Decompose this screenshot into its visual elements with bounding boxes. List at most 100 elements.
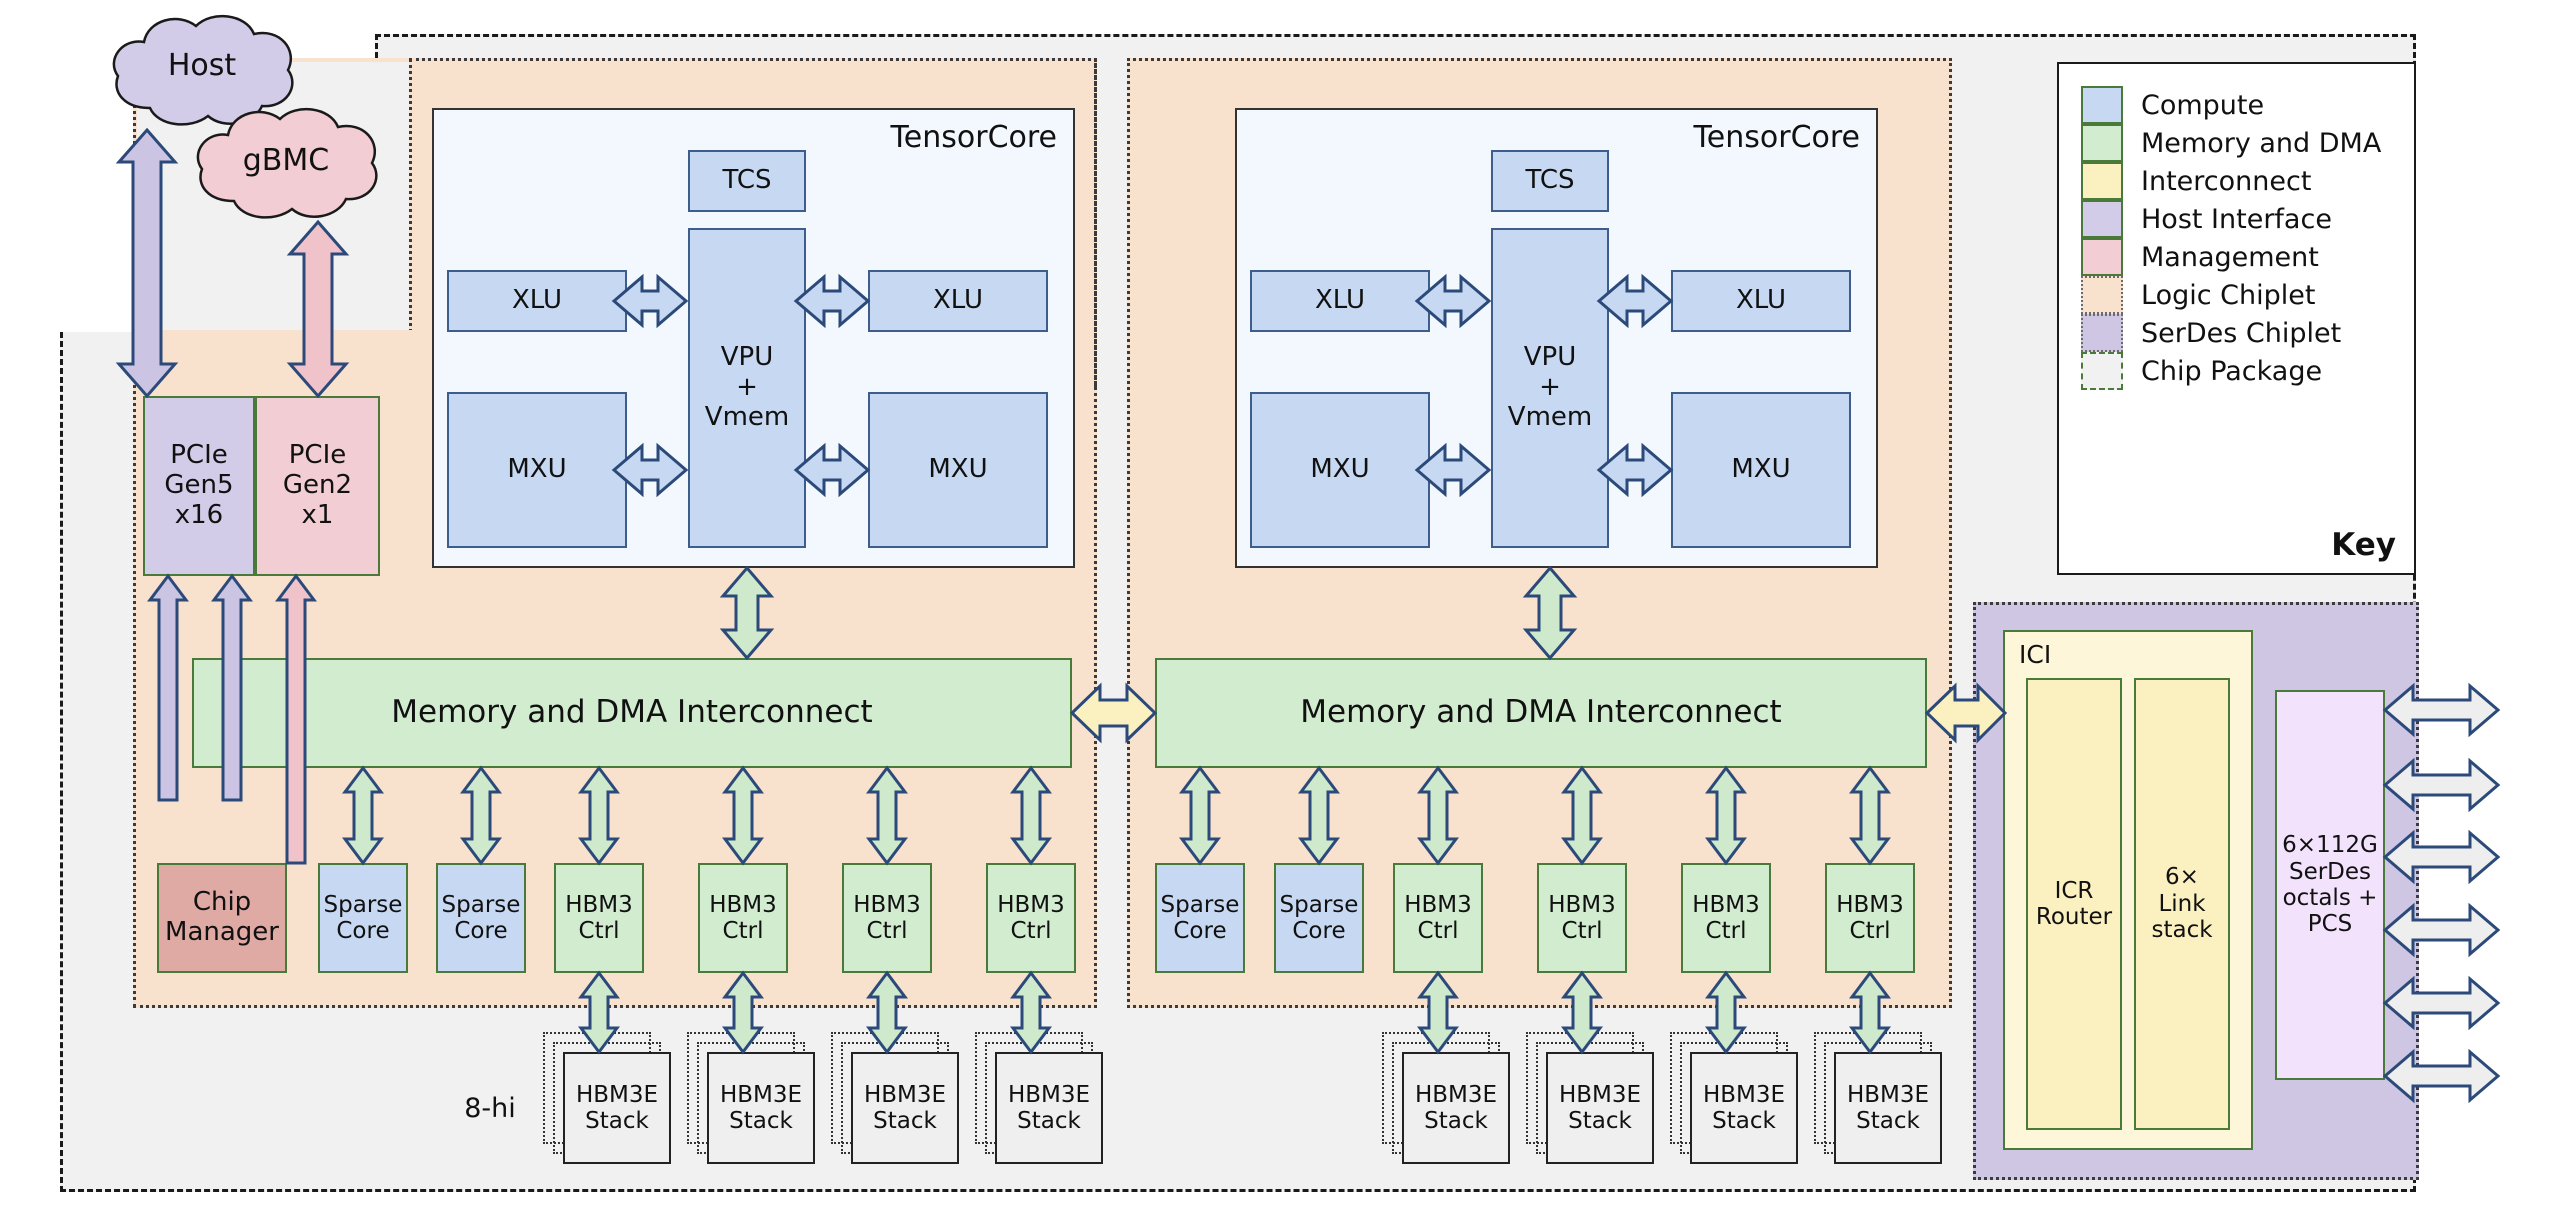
hbm3-ctrl-l3-line-2: Ctrl bbox=[866, 918, 908, 944]
hbm3-ctrl-r2[interactable]: HBM3 Ctrl bbox=[1537, 863, 1627, 973]
icr-router-line-2: Router bbox=[2035, 904, 2113, 930]
hbm3-ctrl-r1[interactable]: HBM3 Ctrl bbox=[1393, 863, 1483, 973]
hbm3-ctrl-l1[interactable]: HBM3 Ctrl bbox=[554, 863, 644, 973]
sparse-core-r1-line-1: Sparse bbox=[1160, 891, 1240, 918]
chip-manager-line-2: Manager bbox=[165, 917, 279, 947]
pcie-gen2-block[interactable]: PCIe Gen2 x1 bbox=[255, 396, 380, 576]
key-swatch-memory-dma bbox=[2081, 124, 2123, 162]
serdes-octals-pcs[interactable]: 6×112G SerDes octals + PCS bbox=[2275, 690, 2385, 1080]
icr-router-line-1: ICR bbox=[2054, 877, 2094, 904]
hbm3e-stack-r1-line-2: Stack bbox=[1424, 1108, 1488, 1134]
key-item-chip-package: Chip Package bbox=[2081, 352, 2414, 390]
hbm3e-stack-r3-line-2: Stack bbox=[1712, 1108, 1776, 1134]
hbm3e-stack-l4-line-1: HBM3E bbox=[1007, 1081, 1091, 1108]
hbm3-ctrl-r2-line-2: Ctrl bbox=[1561, 918, 1603, 944]
hbm3e-stack-r4[interactable]: HBM3E Stack bbox=[1834, 1052, 1942, 1164]
tcs-right[interactable]: TCS bbox=[1491, 150, 1609, 212]
hbm3-ctrl-r3-line-2: Ctrl bbox=[1705, 918, 1747, 944]
key-item-memory-dma: Memory and DMA bbox=[2081, 124, 2414, 162]
serdes-line-4: PCS bbox=[2307, 911, 2353, 938]
tcs-left[interactable]: TCS bbox=[688, 150, 806, 212]
hbm3-ctrl-l3[interactable]: HBM3 Ctrl bbox=[842, 863, 932, 973]
key-swatch-serdes-chiplet bbox=[2081, 314, 2123, 352]
sparse-core-r2[interactable]: Sparse Core bbox=[1274, 863, 1364, 973]
key-swatch-management bbox=[2081, 238, 2123, 276]
xlu-left-of-right-core[interactable]: XLU bbox=[1250, 270, 1430, 332]
tensorcore-left-title: TensorCore bbox=[890, 120, 1057, 155]
hbm3e-stack-l2[interactable]: HBM3E Stack bbox=[707, 1052, 815, 1164]
mxu-left[interactable]: MXU bbox=[447, 392, 627, 548]
key-legend: Compute Memory and DMA Interconnect Host… bbox=[2057, 62, 2416, 575]
hbm3e-stack-r4-line-2: Stack bbox=[1856, 1108, 1920, 1134]
sparse-core-l2[interactable]: Sparse Core bbox=[436, 863, 526, 973]
hbm3-ctrl-l2-line-1: HBM3 bbox=[709, 891, 777, 918]
vpu-vmem-left[interactable]: VPU + Vmem bbox=[688, 228, 806, 548]
vpu-right-line-2: + bbox=[1539, 372, 1561, 403]
vpu-left-line-1: VPU bbox=[720, 342, 774, 373]
hbm3e-stack-l1[interactable]: HBM3E Stack bbox=[563, 1052, 671, 1164]
link-stack-line-2: Link bbox=[2158, 890, 2206, 917]
hbm3e-stack-l4-line-2: Stack bbox=[1017, 1108, 1081, 1134]
mxu-right-of-left-core[interactable]: MXU bbox=[868, 392, 1048, 548]
hbm3-ctrl-l2[interactable]: HBM3 Ctrl bbox=[698, 863, 788, 973]
key-item-logic-chiplet: Logic Chiplet bbox=[2081, 276, 2414, 314]
key-item-serdes-chiplet: SerDes Chiplet bbox=[2081, 314, 2414, 352]
xlu-left[interactable]: XLU bbox=[447, 270, 627, 332]
tensorcore-right-title: TensorCore bbox=[1693, 120, 1860, 155]
key-swatch-interconnect bbox=[2081, 162, 2123, 200]
sparse-core-l1[interactable]: Sparse Core bbox=[318, 863, 408, 973]
host-cloud: Host bbox=[104, 12, 300, 130]
hbm3e-stack-r2[interactable]: HBM3E Stack bbox=[1546, 1052, 1654, 1164]
icr-router[interactable]: ICR Router bbox=[2026, 678, 2122, 1130]
pcie-gen5-block[interactable]: PCIe Gen5 x16 bbox=[143, 396, 255, 576]
key-label-interconnect: Interconnect bbox=[2141, 165, 2312, 197]
hbm3e-stack-l3-line-2: Stack bbox=[873, 1108, 937, 1134]
link-stack[interactable]: 6× Link stack bbox=[2134, 678, 2230, 1130]
hbm3-ctrl-r4[interactable]: HBM3 Ctrl bbox=[1825, 863, 1915, 973]
gbmc-cloud: gBMC bbox=[188, 105, 384, 223]
xlu-right[interactable]: XLU bbox=[1671, 270, 1851, 332]
hbm3-ctrl-r3[interactable]: HBM3 Ctrl bbox=[1681, 863, 1771, 973]
hbm3e-stack-l3[interactable]: HBM3E Stack bbox=[851, 1052, 959, 1164]
key-label-serdes-chiplet: SerDes Chiplet bbox=[2141, 317, 2342, 349]
hbm3-ctrl-l1-line-2: Ctrl bbox=[578, 918, 620, 944]
hbm3e-stack-r3-line-1: HBM3E bbox=[1702, 1081, 1786, 1108]
pcie-gen2-line-3: x1 bbox=[301, 499, 334, 530]
logic-chiplet-left-upper bbox=[409, 58, 1097, 388]
sparse-core-r2-line-2: Core bbox=[1292, 918, 1346, 944]
hbm3-ctrl-r1-line-2: Ctrl bbox=[1417, 918, 1459, 944]
serdes-line-2: SerDes bbox=[2288, 858, 2372, 885]
hbm3e-stack-r4-line-1: HBM3E bbox=[1846, 1081, 1930, 1108]
gbmc-cloud-label: gBMC bbox=[242, 142, 330, 178]
pcie-gen2-line-2: Gen2 bbox=[282, 470, 353, 501]
hbm3e-stack-r2-line-1: HBM3E bbox=[1558, 1081, 1642, 1108]
hbm3-ctrl-r3-line-1: HBM3 bbox=[1692, 891, 1760, 918]
sparse-core-l1-line-2: Core bbox=[336, 918, 390, 944]
key-item-compute: Compute bbox=[2081, 86, 2414, 124]
hbm3e-stack-r1[interactable]: HBM3E Stack bbox=[1402, 1052, 1510, 1164]
hbm3e-stack-l1-line-2: Stack bbox=[585, 1108, 649, 1134]
key-title: Key bbox=[2331, 527, 2396, 563]
key-label-logic-chiplet: Logic Chiplet bbox=[2141, 279, 2316, 311]
vpu-vmem-right[interactable]: VPU + Vmem bbox=[1491, 228, 1609, 548]
key-label-compute: Compute bbox=[2141, 89, 2265, 121]
chip-manager[interactable]: Chip Manager bbox=[157, 863, 287, 973]
sparse-core-r1[interactable]: Sparse Core bbox=[1155, 863, 1245, 973]
mxu-left-of-right-core[interactable]: MXU bbox=[1250, 392, 1430, 548]
hbm3e-stack-r3[interactable]: HBM3E Stack bbox=[1690, 1052, 1798, 1164]
sparse-core-l2-line-1: Sparse bbox=[441, 891, 521, 918]
memory-dma-interconnect-right[interactable]: Memory and DMA Interconnect bbox=[1155, 658, 1927, 768]
hbm3-ctrl-l2-line-2: Ctrl bbox=[722, 918, 764, 944]
mxu-right[interactable]: MXU bbox=[1671, 392, 1851, 548]
vpu-left-line-2: + bbox=[736, 372, 758, 403]
sparse-core-r1-line-2: Core bbox=[1173, 918, 1227, 944]
xlu-right-of-left-core[interactable]: XLU bbox=[868, 270, 1048, 332]
pcie-gen5-line-1: PCIe bbox=[170, 440, 228, 471]
sparse-core-l1-line-1: Sparse bbox=[323, 891, 403, 918]
hbm3e-stack-l4[interactable]: HBM3E Stack bbox=[995, 1052, 1103, 1164]
key-label-memory-dma: Memory and DMA bbox=[2141, 127, 2382, 159]
hbm3-ctrl-l4[interactable]: HBM3 Ctrl bbox=[986, 863, 1076, 973]
key-label-host-interface: Host Interface bbox=[2141, 203, 2332, 235]
memory-dma-interconnect-left[interactable]: Memory and DMA Interconnect bbox=[192, 658, 1072, 768]
vpu-right-line-3: Vmem bbox=[1507, 401, 1593, 432]
